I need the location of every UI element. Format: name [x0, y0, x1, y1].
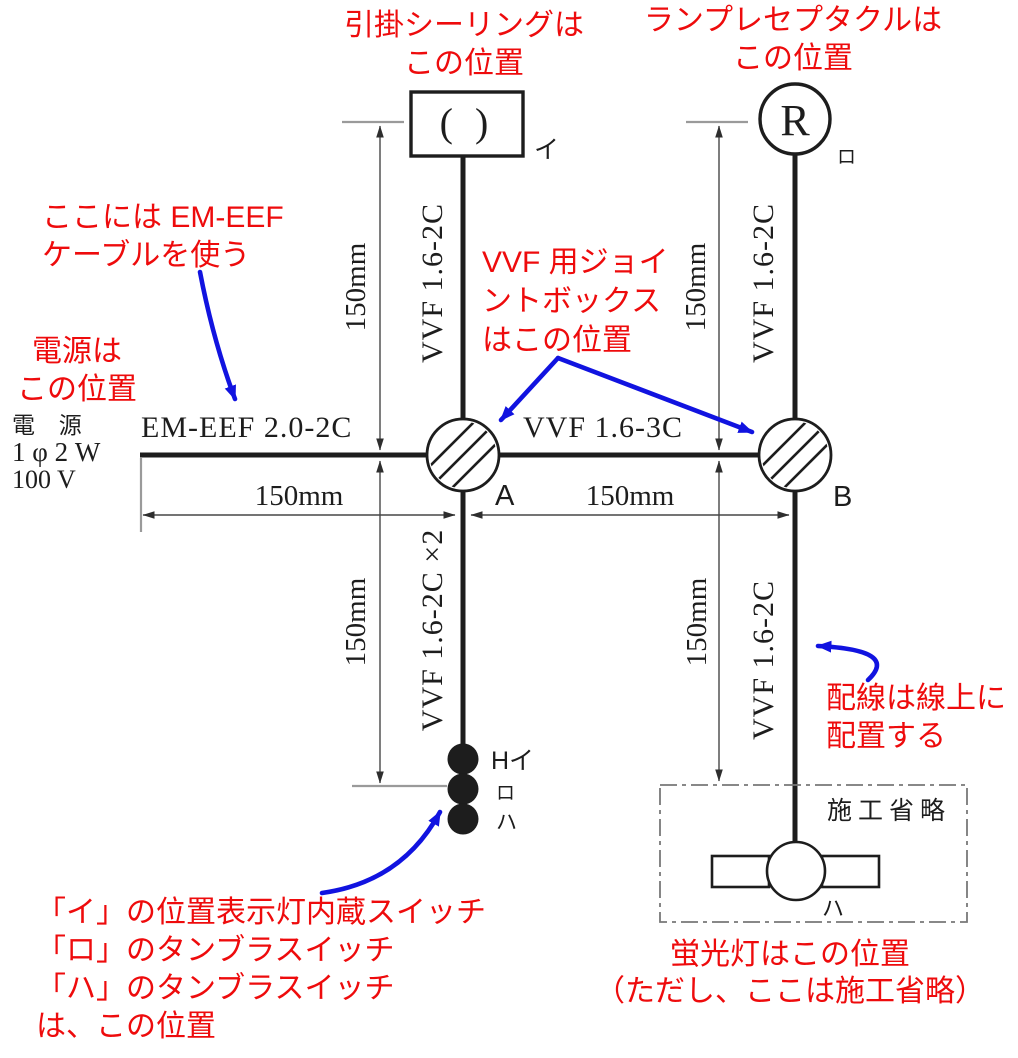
switch-label-ro: ロ — [496, 783, 516, 804]
dimension-label-bottom-right: 150mm — [681, 577, 713, 667]
note-joint-box-line2: ントボックス — [482, 285, 662, 318]
fluorescent-name-label: ハ — [822, 896, 845, 921]
cable-label-vvf-2c-top-left: VVF 1.6-2C — [416, 202, 449, 364]
note-wiring-line2: 配置する — [826, 720, 946, 753]
cable-label-vvf-2c-bottom-left: VVF 1.6-2C ×2 — [416, 528, 449, 732]
note-em-eef-line1: ここには EM-EEF — [42, 201, 284, 234]
cable-label-vvf-3c: VVF 1.6-3C — [523, 411, 684, 444]
switch-label-ha: ハ — [496, 810, 517, 834]
note-receptacle: ランプレセプタクルは この位置 — [628, 2, 958, 78]
switch-dot-ha — [447, 803, 479, 835]
junction-box-a-symbol — [425, 417, 501, 493]
note-em-eef: ここには EM-EEF ケーブルを使う — [42, 199, 284, 275]
annotation-arrow-joint-box-a — [498, 355, 561, 423]
junction-box-b-symbol — [757, 417, 833, 493]
ceiling-light-symbol — [409, 90, 525, 158]
receptacle-name-label: ロ — [837, 147, 857, 168]
dimension-label-bottom-left: 150mm — [340, 577, 372, 667]
note-switches-line4: は、この位置 — [36, 1010, 216, 1043]
construction-omitted-box — [659, 784, 968, 923]
dimension-label-h-left: 150mm — [254, 480, 344, 512]
dimension-label-h-right: 150mm — [585, 480, 675, 512]
note-switches-line3: 「ハ」のタンブラスイッチ — [36, 972, 395, 1005]
lamp-receptacle-symbol — [758, 82, 832, 156]
note-switches-line2: 「ロ」のタンブラスイッチ — [36, 934, 395, 967]
ceiling-symbol-glyph: ( ) — [439, 100, 495, 145]
cable-label-vvf-2c-top-right: VVF 1.6-2C — [747, 202, 780, 364]
dimension-label-top-left: 150mm — [340, 242, 372, 332]
note-power-line1: 電源は — [32, 335, 122, 368]
note-fluorescent: 蛍光灯はこの位置 （ただし、ここは施工省略） — [560, 936, 1018, 1010]
construction-omitted-label: 施工省略 — [827, 798, 952, 825]
note-switches-line1: 「イ」の位置表示灯内蔵スイッチ — [36, 896, 486, 929]
power-source-spec: 電 源 1 φ 2 W 100 V — [12, 412, 100, 493]
junction-a-label: A — [495, 480, 515, 512]
note-power: 電源は この位置 — [3, 333, 151, 409]
switch-dot-i — [447, 743, 479, 775]
dimension-label-top-right: 150mm — [680, 242, 712, 332]
note-receptacle-line1: ランプレセプタクルは — [643, 4, 943, 37]
junction-b-label: B — [833, 481, 853, 513]
annotation-arrow-switches — [319, 809, 443, 896]
note-ceiling-line1: 引掛シーリングは — [344, 9, 584, 42]
power-source-title: 電 源 — [12, 413, 91, 438]
cable-label-em-eef: EM-EEF 2.0-2C — [141, 411, 353, 444]
ceiling-name-label: イ — [534, 137, 560, 164]
annotation-arrow-joint-box-b — [555, 355, 755, 435]
note-joint-box-line3: はこの位置 — [482, 324, 632, 357]
note-em-eef-line2: ケーブルを使う — [42, 239, 251, 272]
note-wiring-line1: 配線は線上に — [826, 682, 1006, 715]
annotation-arrow-em-eef — [197, 269, 238, 402]
note-fluorescent-line1: 蛍光灯はこの位置 — [670, 938, 910, 971]
note-ceiling: 引掛シーリングは この位置 — [337, 7, 591, 83]
note-receptacle-line2: この位置 — [733, 42, 853, 75]
note-switches: 「イ」の位置表示灯内蔵スイッチ 「ロ」のタンブラスイッチ 「ハ」のタンブラスイッ… — [36, 894, 486, 1046]
note-power-line2: この位置 — [17, 373, 137, 406]
switch-label-h-i: Hイ — [491, 747, 535, 775]
note-fluorescent-line2: （ただし、ここは施工省略） — [595, 975, 985, 1008]
receptacle-symbol-letter: R — [780, 96, 810, 145]
annotation-arrow-wiring — [815, 640, 880, 683]
note-wiring: 配線は線上に 配置する — [826, 680, 1006, 756]
power-source-phase: 1 φ 2 W — [12, 437, 101, 467]
note-joint-box-line1: VVF 用ジョイ — [482, 246, 669, 279]
note-ceiling-line2: この位置 — [404, 47, 524, 80]
power-source-voltage: 100 V — [12, 465, 76, 494]
switch-dot-ro — [447, 773, 479, 805]
note-joint-box: VVF 用ジョイ ントボックス はこの位置 — [482, 243, 669, 360]
fluorescent-light-symbol — [710, 840, 881, 902]
cable-label-vvf-2c-bottom-right: VVF 1.6-2C — [747, 579, 780, 741]
